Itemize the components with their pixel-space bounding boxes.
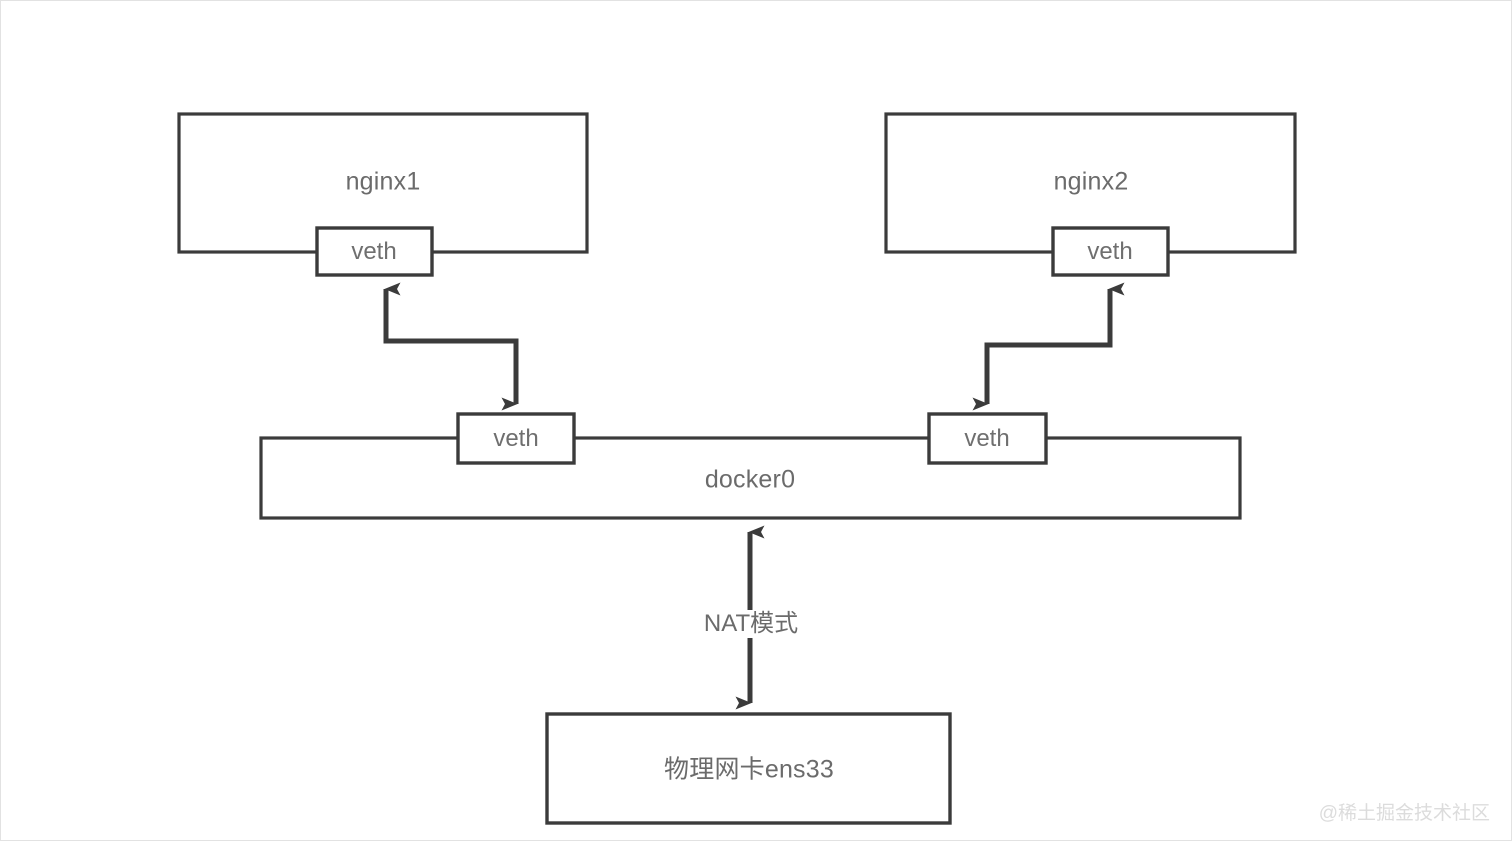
node-veth-nginx1: [315, 226, 434, 277]
node-label-nginx2: nginx2: [1053, 167, 1129, 196]
node-veth-docker0-right: [927, 412, 1048, 465]
edge-nginx2-docker0: [972, 282, 1125, 411]
edge-label-nat-mode: NAT模式: [702, 610, 800, 638]
node-label-ens33: 物理网卡ens33: [664, 755, 834, 784]
node-label-nginx1: nginx1: [345, 167, 421, 196]
node-ens33: [545, 712, 952, 825]
node-label-veth-nginx2: veth: [1087, 238, 1133, 265]
node-label-docker0: docker0: [704, 465, 796, 494]
edge-nginx1-docker0: [383, 282, 519, 411]
node-veth-docker0-left: [456, 412, 576, 465]
watermark: @稀土掘金技术社区: [1318, 803, 1490, 824]
node-label-veth-docker0-right: veth: [964, 425, 1010, 452]
node-docker0: [259, 436, 1242, 520]
node-veth-nginx2: [1051, 226, 1170, 277]
node-label-veth-docker0-left: veth: [493, 425, 539, 452]
node-label-veth-nginx1: veth: [351, 238, 397, 265]
